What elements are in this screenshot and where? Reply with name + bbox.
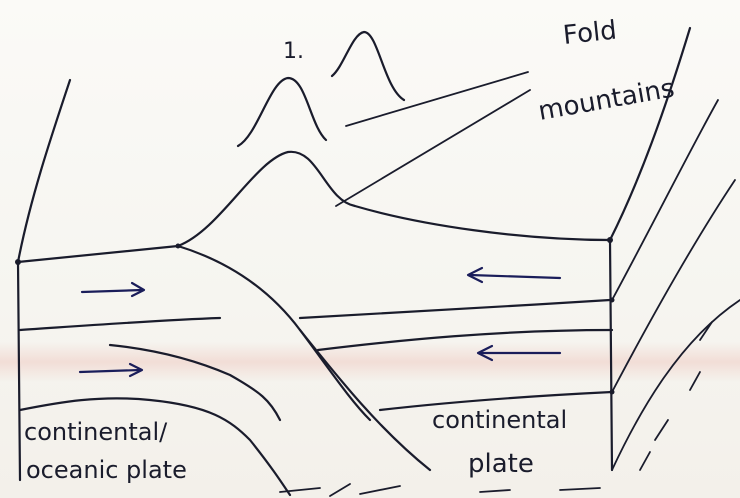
right-plate-label-line2: plate (468, 449, 534, 479)
right-side-line-3 (612, 300, 740, 470)
bottom-dash-2 (330, 484, 350, 496)
subduction-slab (300, 330, 430, 470)
left-outer-edge (18, 80, 70, 262)
leader-line-lower (336, 90, 530, 206)
left-layer-1 (20, 318, 220, 330)
right-plate-label-line1: continental (432, 406, 567, 434)
right-dash-2 (690, 372, 700, 390)
right-side-line-2 (612, 180, 735, 392)
leader-line-upper (346, 72, 528, 126)
corner-dot-right (607, 237, 613, 243)
left-plate-label-line2: oceanic plate (26, 456, 187, 484)
fold-title-line1: Fold (562, 16, 619, 51)
bottom-dash-5 (560, 488, 600, 490)
fold-title-line2: mountains (536, 73, 677, 126)
left-upper-arrow (82, 283, 144, 296)
bottom-dash-3 (360, 486, 400, 494)
corner-dot-left (15, 259, 21, 265)
right-layer-2 (318, 330, 612, 350)
right-lower-arrow (478, 346, 560, 360)
bottom-dash-4 (480, 490, 510, 492)
right-layer-1 (300, 300, 610, 318)
main-mountain (178, 152, 610, 246)
right-dash-3 (655, 420, 668, 440)
right-upper-arrow (468, 268, 560, 282)
right-back-edge (610, 28, 690, 240)
left-plate-label-line1: continental/ (24, 418, 168, 446)
fold-mountain-middle (238, 78, 326, 146)
mountain-base-dot (176, 244, 181, 249)
left-lower-arrow (80, 364, 142, 376)
layer-dot-right-1 (610, 298, 615, 303)
subduction-upper (178, 246, 370, 420)
right-front-edge (610, 240, 612, 470)
number-marker: 1. (283, 39, 304, 64)
layer-dot-right-2 (610, 390, 615, 395)
right-dash-4 (640, 452, 650, 470)
left-block-edge (18, 262, 20, 480)
fold-mountain-top (332, 32, 404, 100)
top-surface-left (18, 246, 178, 262)
